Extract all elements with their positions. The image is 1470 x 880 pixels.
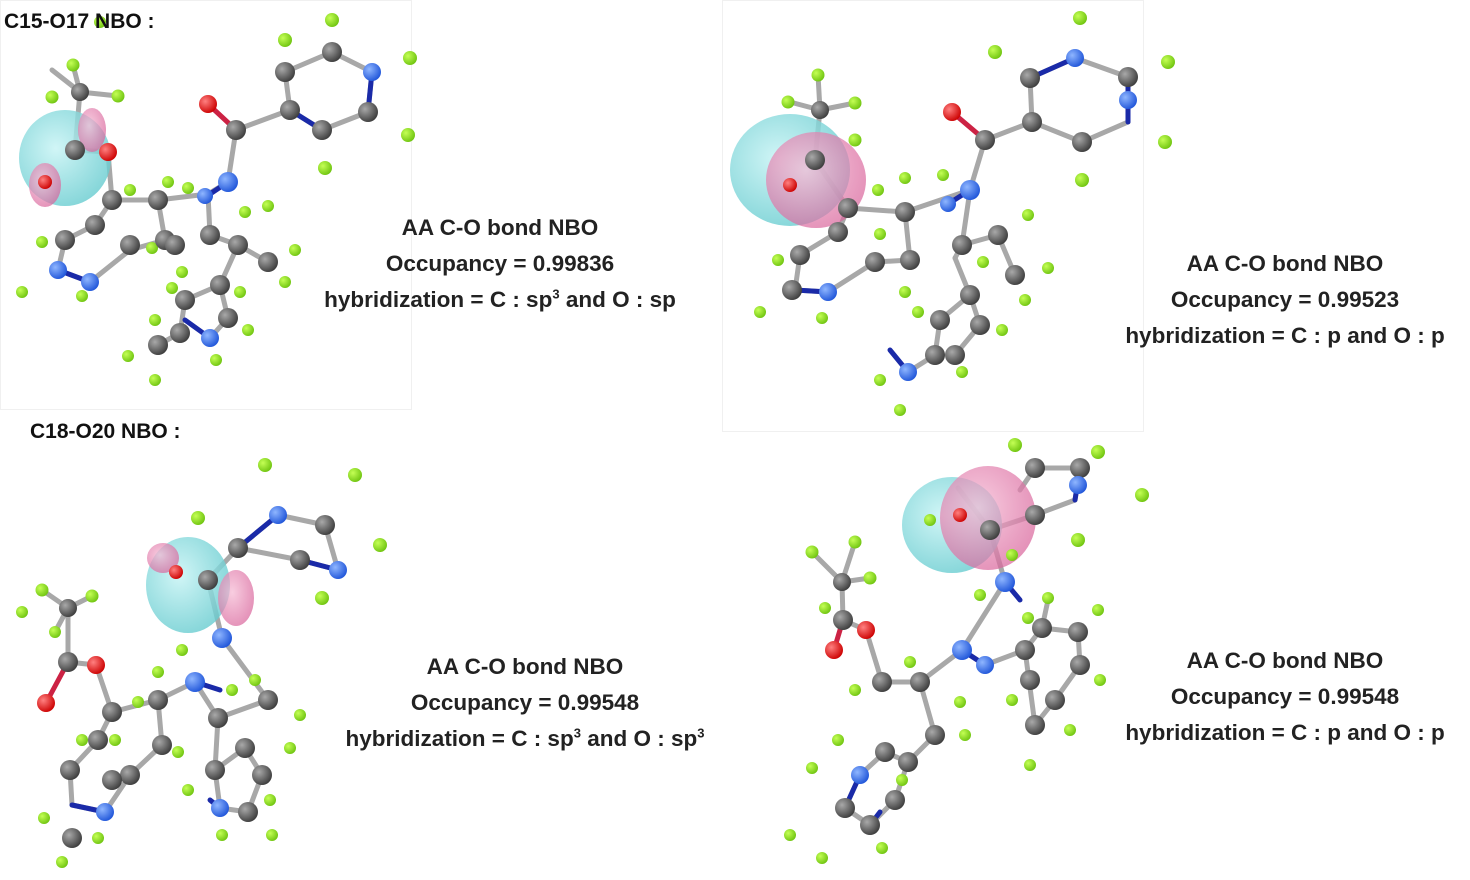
- orbital-lobes-4: [902, 466, 1036, 573]
- nbo-caption-1: AA C-O bond NBO Occupancy = 0.99836 hybr…: [300, 210, 700, 318]
- caption-occupancy: Occupancy = 0.99548: [410, 690, 640, 715]
- caption-hybridization: hybridization = C : sp3 and O : sp3: [345, 725, 705, 751]
- nbo-caption-2: AA C-O bond NBO Occupancy = 0.99523 hybr…: [1105, 246, 1465, 354]
- caption-occupancy: Occupancy = 0.99548: [1170, 684, 1400, 709]
- nbo-caption-4: AA C-O bond NBO Occupancy = 0.99548 hybr…: [1105, 643, 1465, 751]
- caption-occupancy: Occupancy = 0.99836: [385, 251, 615, 276]
- caption-title: AA C-O bond NBO: [401, 215, 599, 240]
- caption-hybridization: hybridization = C : p and O : p: [1125, 323, 1445, 348]
- section-title-c15-o17: C15-O17 NBO :: [4, 10, 155, 33]
- molecule-1: [16, 13, 417, 386]
- caption-occupancy: Occupancy = 0.99523: [1170, 287, 1400, 312]
- caption-hybridization: hybridization = C : p and O : p: [1125, 720, 1445, 745]
- molecule-2: [730, 11, 1175, 416]
- section-title-c18-o20: C18-O20 NBO :: [30, 420, 181, 443]
- nbo-caption-3: AA C-O bond NBO Occupancy = 0.99548 hybr…: [325, 649, 725, 757]
- caption-title: AA C-O bond NBO: [1186, 648, 1384, 673]
- caption-title: AA C-O bond NBO: [1186, 251, 1384, 276]
- caption-title: AA C-O bond NBO: [426, 654, 624, 679]
- molecule-4: [784, 438, 1149, 864]
- molecule-3: [16, 458, 387, 868]
- caption-hybridization: hybridization = C : sp3 and O : sp: [324, 286, 676, 312]
- orbital-lobes-1: [19, 108, 111, 207]
